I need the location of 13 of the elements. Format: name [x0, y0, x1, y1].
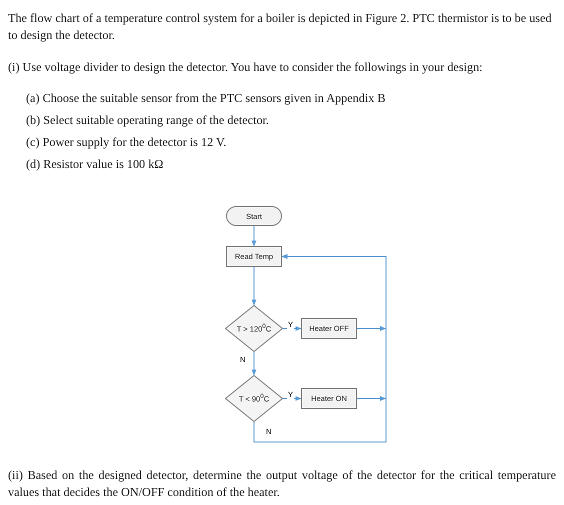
list-item: (b) Select suitable operating range of the detector. — [26, 112, 270, 129]
arrow — [252, 226, 256, 247]
arrow — [252, 266, 256, 306]
question-text: (i) Use voltage divider to design the detector. You have to consider the followings in your design: — [8, 59, 484, 76]
arrow — [282, 396, 302, 401]
arrow — [282, 326, 302, 331]
arrow — [252, 352, 256, 376]
list-item: (c) Power supply for the detector is 12 V. — [26, 134, 228, 151]
question-text: (ii) Based on the designed detector, determine the output voltage of the detector for the critical temperature values that decides the ON/OFF condition of the heater. — [8, 467, 556, 501]
problem-statement: The flow chart of a temperature control system for a boiler is depicted in Figure 2. PTC thermistor is to be used to design the detector. — [8, 10, 553, 44]
list-item: (d) Resistor value is 100 kΩ — [26, 156, 164, 173]
arrow — [254, 254, 386, 442]
list-item: (a) Choose the suitable sensor from the PTC sensors given in Appendix B — [26, 90, 386, 107]
